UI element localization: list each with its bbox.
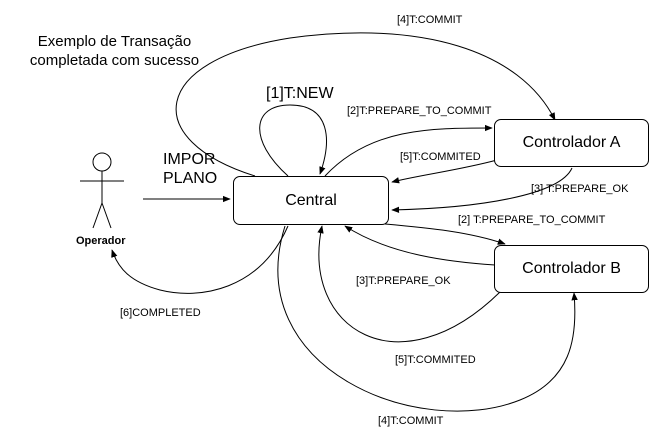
label-prepare-ok-b: [3]T:PREPARE_OK <box>356 275 451 287</box>
diagram-title-line2: completada com sucesso <box>29 52 200 69</box>
edge-prepare-a <box>324 124 493 177</box>
diagram-title-line1: Exemplo de Transação <box>37 33 192 50</box>
node-controlador-b: Controlador B <box>494 245 649 293</box>
label-prepare-ok-a: [3] T:PREPARE_OK <box>531 183 629 195</box>
edge-completed <box>111 225 289 294</box>
label-commit-bottom: [4]T:COMMIT <box>378 415 444 427</box>
node-controlador-a-label: Controlador A <box>522 134 621 151</box>
edge-commited-b <box>317 225 501 343</box>
label-plano: PLANO <box>163 170 218 187</box>
node-central-label: Central <box>285 191 337 209</box>
label-prepare-a: [2]T:PREPARE_TO_COMMIT <box>347 105 492 117</box>
node-controlador-b-label: Controlador B <box>522 260 621 277</box>
edge-prepare-b <box>384 223 506 245</box>
actor-label: Operador <box>76 235 126 247</box>
edge-prepare-ok-a <box>391 167 573 214</box>
edge-prepare-ok-b <box>344 225 496 266</box>
label-prepare-b: [2] T:PREPARE_TO_COMMIT <box>458 214 606 226</box>
label-impor: IMPOR <box>163 151 216 168</box>
operador-actor-icon <box>80 152 124 229</box>
node-controlador-a: Controlador A <box>494 119 649 167</box>
edge-commit-bottom <box>277 225 578 412</box>
label-completed: [6]COMPLETED <box>120 307 201 319</box>
label-commited-a: [5]T:COMMITED <box>400 151 481 163</box>
node-central: Central <box>233 176 389 225</box>
edge-commited-a <box>391 159 498 184</box>
label-commit-top: [4]T:COMMIT <box>397 14 463 26</box>
label-commited-b: [5]T:COMMITED <box>395 354 476 366</box>
diagram-title: Exemplo de Transação completada com suce… <box>12 32 217 70</box>
edge-commit-top <box>175 32 556 177</box>
label-t-new: [1]T:NEW <box>266 85 334 102</box>
edge-t-new <box>259 104 327 177</box>
